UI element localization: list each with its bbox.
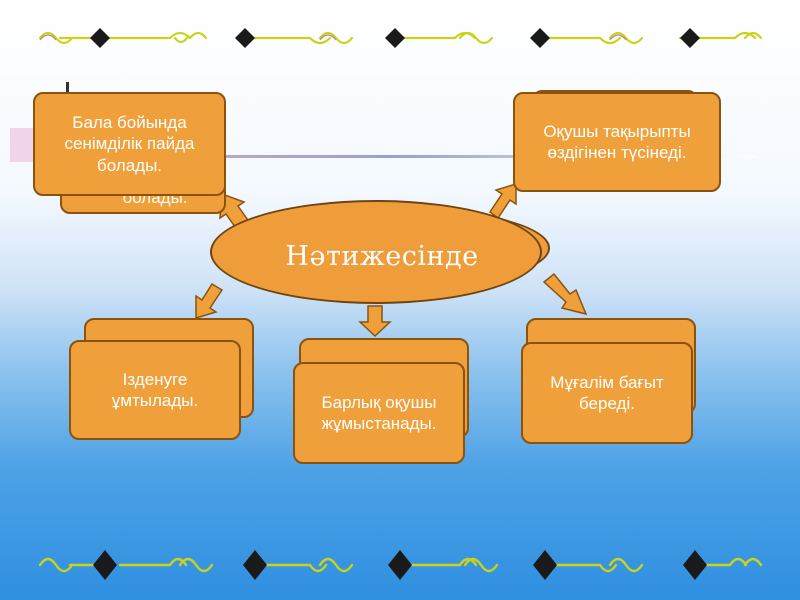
tick-mark (66, 82, 69, 92)
node-top-right: Оқушы тақырыпты өздігінен түсінеді. (513, 92, 721, 192)
center-ellipse (210, 200, 542, 304)
horizontal-rule (36, 155, 756, 158)
node-bottom-left: Ізденуге ұмтылады. (69, 340, 241, 440)
arrow-to-top-right (488, 182, 517, 220)
arrow-to-bottom-center (358, 305, 392, 338)
top-ornament-border (38, 28, 763, 48)
center-label: Нәтижесінде (285, 240, 479, 272)
bottom-ornament-border (38, 550, 763, 580)
pink-accent-bar (10, 128, 36, 162)
arrow-to-bottom-right (542, 272, 588, 316)
node-bottom-center: Барлық оқушы жұмыстанады. (293, 362, 465, 464)
node-top-left: Бала бойында сенімділік пайда болады. (33, 92, 226, 196)
node-bottom-right: Мұғалім бағыт береді. (521, 342, 693, 444)
arrow-to-bottom-left (195, 282, 224, 320)
